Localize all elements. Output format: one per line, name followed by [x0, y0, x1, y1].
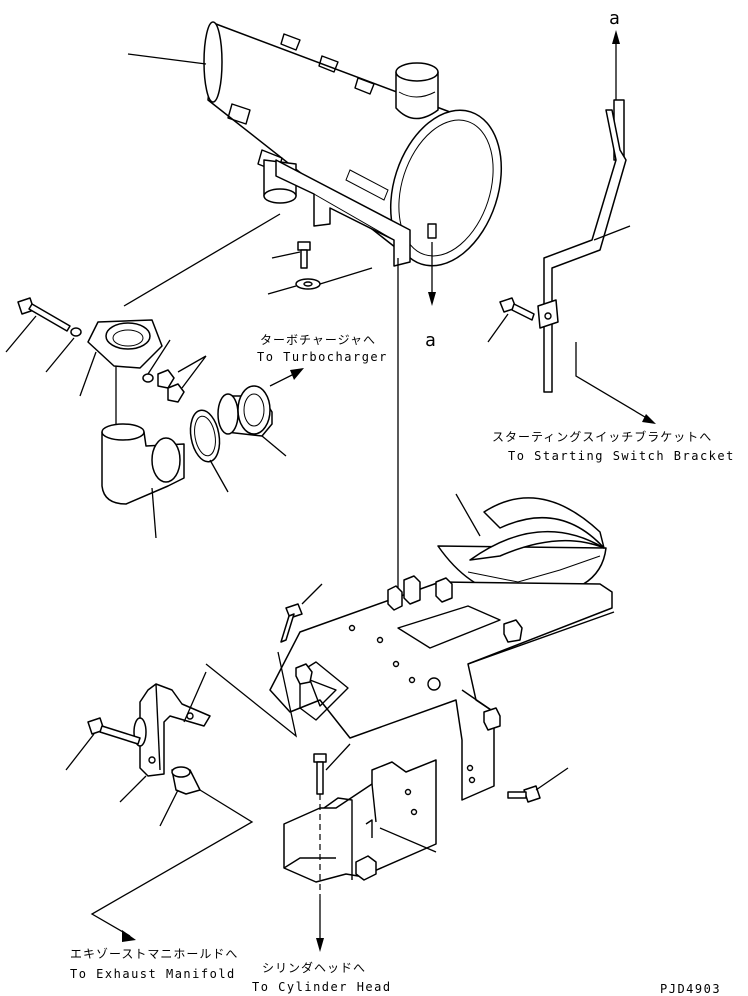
- label-exhaust-en: To Exhaust Manifold: [70, 967, 236, 981]
- muffler-mounting-bracket: [275, 159, 411, 267]
- bolt-cylinder-head: [313, 753, 327, 795]
- leader-line-bracket: [593, 225, 631, 241]
- starting-switch-bracket: [537, 99, 627, 393]
- bolt-switch-bracket: [499, 297, 535, 321]
- label-starting-en: To Starting Switch Bracket: [508, 449, 735, 463]
- leader-line-bolt-bracket: [487, 313, 509, 343]
- label-turbo-jp: ターボチャージャへ: [260, 333, 376, 347]
- turbo-connector-pipe: [217, 385, 273, 437]
- label-exhaust-jp: エキゾーストマニホールドへ: [70, 947, 238, 961]
- label-cylinder-jp: シリンダヘッドへ: [262, 960, 366, 975]
- clamp-bolt: [17, 297, 71, 332]
- arrow-to-exhaust-manifold: [90, 789, 254, 937]
- bolt-muffler-mount: [297, 241, 311, 269]
- spacer-collar: [171, 766, 201, 795]
- arrow-to-starting-switch: [575, 342, 651, 421]
- label-cylinder-en: To Cylinder Head: [252, 980, 392, 994]
- clamp: [87, 319, 163, 369]
- leader-line-clamp-chain: [123, 213, 281, 307]
- elbow-pipe: [101, 423, 185, 505]
- label-starting-jp: スターティングスイッチブラケットへ: [492, 429, 712, 444]
- label-turbo-en: To Turbocharger: [257, 350, 388, 364]
- gasket-ring: [189, 409, 221, 463]
- drawing-code: PJD4903: [660, 982, 721, 996]
- washer-muffler-mount: [295, 278, 321, 290]
- clamp-washer-small: [142, 373, 154, 383]
- muffler: [203, 21, 503, 267]
- reference-a-top: a: [609, 8, 620, 29]
- leader-line-muffler: [127, 53, 207, 65]
- leader-line-left-bracket-chain: [205, 651, 298, 738]
- bolt-support-plate-upper: [280, 603, 303, 643]
- clamp-nuts: [157, 369, 185, 403]
- bolt-support-plate-right: [507, 785, 541, 803]
- clamp-washer: [70, 327, 82, 337]
- left-lower-bracket: [133, 683, 211, 777]
- heat-shield: [437, 497, 607, 598]
- muffler-outlet-pipe: [395, 62, 439, 120]
- bolt-left-bracket: [87, 717, 141, 745]
- cylinder-head-bracket: [283, 759, 437, 883]
- main-support-plate: [269, 575, 615, 801]
- reference-a-mid: a: [425, 330, 436, 351]
